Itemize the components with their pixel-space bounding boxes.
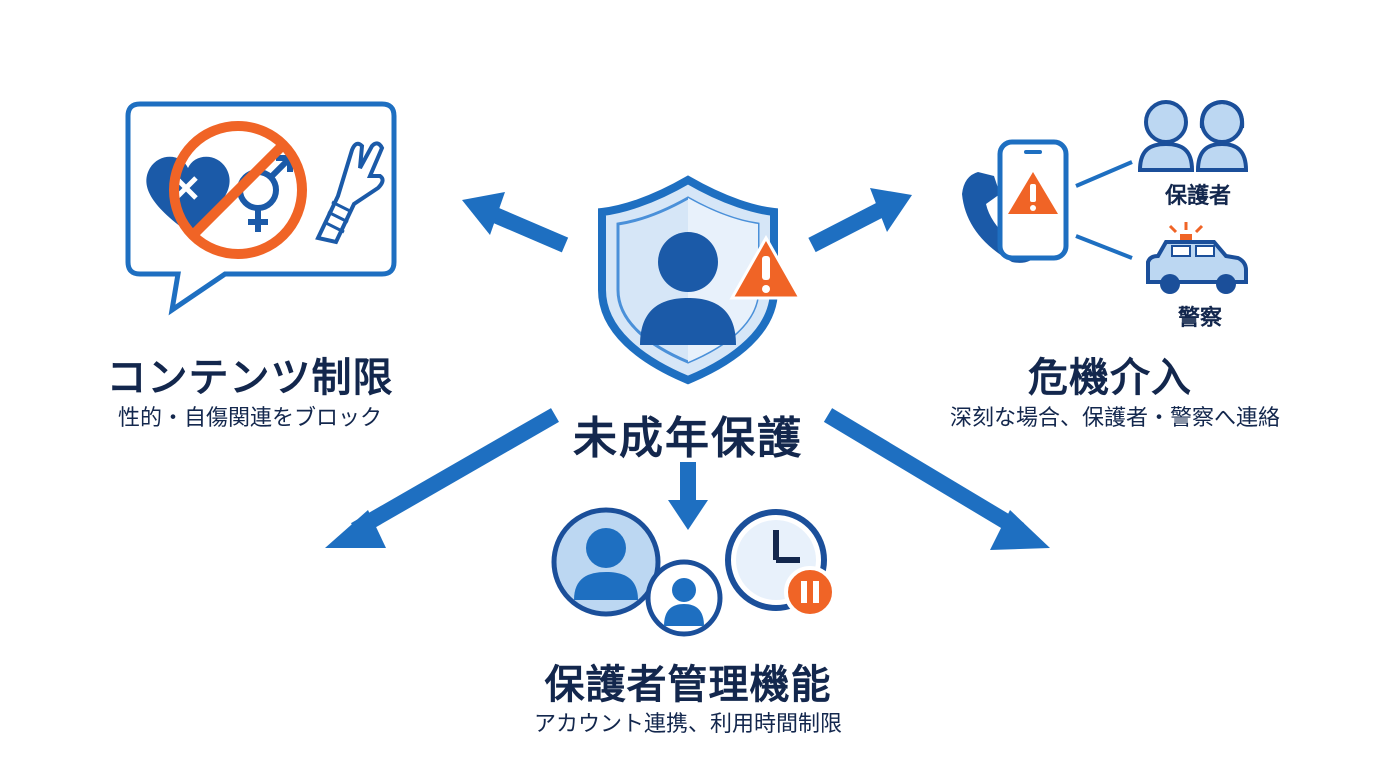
connector-line-guardian bbox=[1075, 160, 1133, 188]
police-label: 警察 bbox=[1177, 306, 1222, 331]
crisis-title: 危機介入 bbox=[1028, 355, 1192, 401]
center-title: 未成年保護 bbox=[573, 413, 803, 464]
bandaged-arm-icon bbox=[315, 141, 385, 245]
prohibited-icon bbox=[169, 121, 307, 259]
content-restriction-title: コンテンツ制限 bbox=[106, 355, 394, 401]
arrow-to-crisis bbox=[808, 188, 912, 253]
guardians-icon bbox=[1137, 99, 1249, 172]
content-restriction-description: 性的・自傷関連をブロック bbox=[117, 406, 382, 431]
child-avatar-icon bbox=[645, 559, 723, 637]
police-car-icon bbox=[1146, 222, 1248, 294]
alert-triangle-icon bbox=[729, 234, 803, 300]
arrow-lower-left bbox=[325, 408, 559, 548]
arrow-to-content-restriction bbox=[462, 192, 569, 253]
child-silhouette-icon bbox=[640, 232, 736, 345]
crisis-description: 深刻な場合、保護者・警察へ連絡 bbox=[949, 406, 1280, 431]
smartphone-icon bbox=[997, 139, 1069, 261]
pause-icon bbox=[784, 566, 836, 618]
arrow-lower-right bbox=[823, 408, 1050, 550]
arrow-to-guardian-mgmt bbox=[668, 462, 708, 530]
connector-line-police bbox=[1075, 234, 1133, 260]
guardian-mgmt-description: アカウント連携、利用時間制限 bbox=[533, 712, 842, 737]
guardian-label: 保護者 bbox=[1164, 184, 1231, 209]
guardian-mgmt-title: 保護者管理機能 bbox=[544, 662, 832, 708]
parent-avatar-icon bbox=[551, 507, 661, 617]
